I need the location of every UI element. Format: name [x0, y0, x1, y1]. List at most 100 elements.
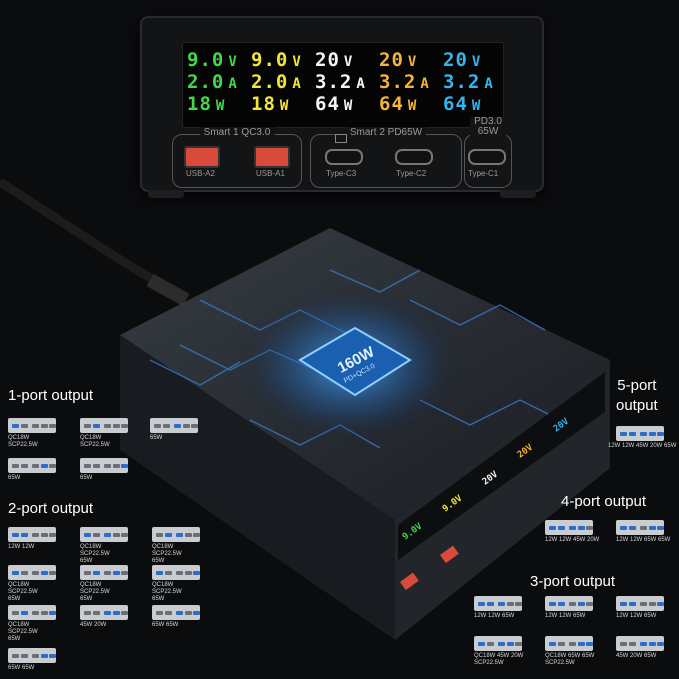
port-diagram-caption: 45W 20W	[80, 622, 107, 628]
port-diagram-caption: 65W	[80, 475, 93, 481]
port-diagram	[474, 636, 522, 651]
port-diagram	[616, 520, 664, 535]
port-diagram-caption: 12W 12W 65W	[545, 613, 586, 619]
type-c3-port	[325, 149, 363, 165]
port-diagram	[474, 596, 522, 611]
body-display	[398, 372, 605, 560]
laptop-icon	[335, 134, 347, 143]
port-diagram-caption: 12W 12W 65W	[616, 613, 657, 619]
port-diagram	[616, 636, 664, 651]
section-title-2-port: 2-port output	[8, 500, 94, 517]
port-diagram	[80, 418, 128, 433]
port-diagram	[545, 596, 593, 611]
type-c2-port	[395, 149, 433, 165]
port-diagram	[545, 520, 593, 535]
section-title-3-port: 3-port output	[530, 573, 616, 590]
port-diagram	[80, 605, 128, 620]
charger-foot	[500, 190, 536, 198]
port-group-smart2: Smart 2 PD65W	[310, 127, 462, 188]
port-diagram-caption: 65W 65W	[8, 665, 35, 671]
power-chip	[298, 326, 412, 397]
port-label: Type-C3	[326, 169, 357, 178]
cable-strain-relief	[146, 273, 190, 307]
usb-a1-port	[254, 146, 290, 168]
port-diagram	[545, 636, 593, 651]
port-diagram-caption: 65W	[8, 475, 21, 481]
section-title-4-port: 4-port output	[561, 493, 647, 510]
port-label: USB-A2	[186, 169, 215, 178]
port-diagram-caption: 12W 12W 45W 20W 65W	[608, 443, 677, 449]
port-diagram	[8, 565, 56, 580]
port-diagram-caption: 65W	[150, 435, 163, 441]
port-diagram	[8, 418, 56, 433]
port-diagram	[152, 605, 200, 620]
section-title-1-port: 1-port output	[8, 387, 94, 404]
port-label: USB-A1	[256, 169, 285, 178]
port-diagram-caption: 12W 12W 45W 20W	[545, 537, 600, 543]
port-diagram	[80, 565, 128, 580]
port-diagram	[616, 426, 664, 441]
port-group-smart1: Smart 1 QC3.0	[172, 127, 302, 188]
type-c1-port	[468, 149, 506, 165]
port-diagram-caption: 12W 12W	[8, 544, 35, 550]
port-diagram	[152, 527, 200, 542]
port-group-label: Smart 2 PD65W	[345, 127, 427, 138]
charger-side-face	[120, 335, 395, 640]
port-label: Type-C1	[468, 169, 499, 178]
body-usb-a-port	[440, 545, 459, 564]
port-group-label: Smart 1 QC3.0	[199, 127, 275, 138]
port-diagram	[150, 418, 198, 433]
port-diagram	[152, 565, 200, 580]
port-diagram	[616, 596, 664, 611]
port-diagram	[80, 458, 128, 473]
port-label: Type-C2	[396, 169, 427, 178]
port-diagram	[8, 458, 56, 473]
port-diagram	[8, 527, 56, 542]
port-diagram-caption: 12W 12W 65W	[474, 613, 515, 619]
charger-foot	[148, 190, 184, 198]
port-diagram	[8, 605, 56, 620]
port-diagram	[80, 527, 128, 542]
body-usb-a-port	[399, 572, 419, 591]
usb-a2-port	[184, 146, 220, 168]
port-diagram	[8, 648, 56, 663]
port-diagram-caption: 65W 65W	[152, 622, 179, 628]
port-diagram-caption: 45W 20W 65W	[616, 653, 657, 659]
